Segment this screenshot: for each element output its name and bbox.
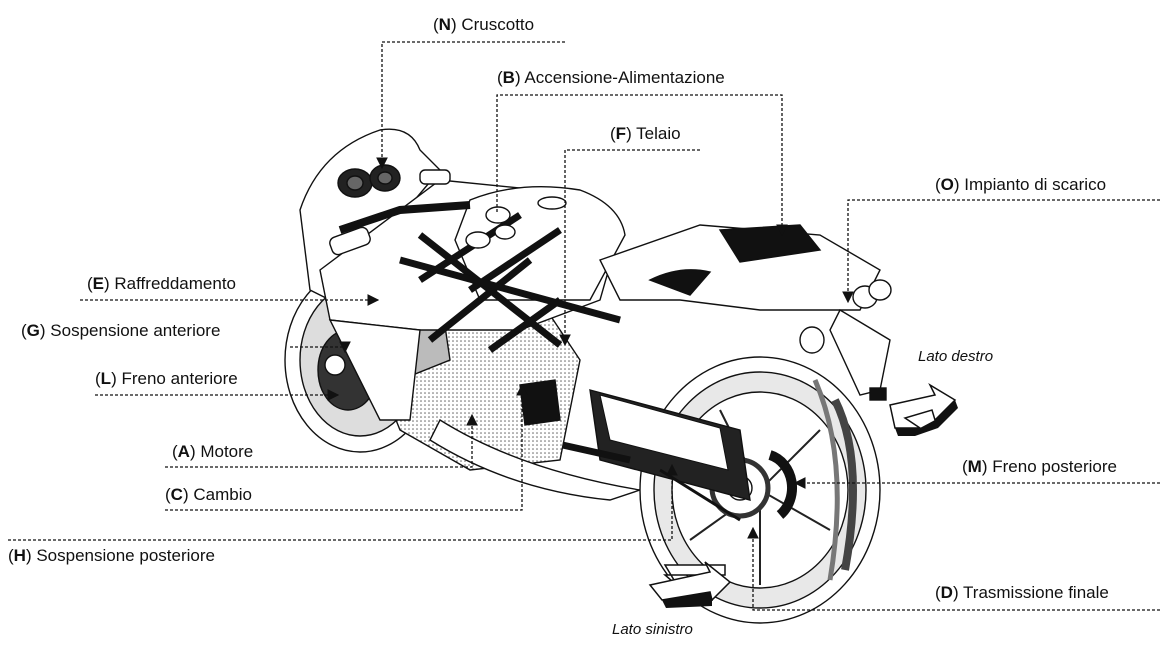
label-g: (G) Sospensione anteriore: [21, 321, 221, 340]
label-b: (B) Accensione-Alimentazione: [497, 68, 725, 87]
leader-a: [165, 413, 478, 468]
leader-d: [747, 526, 1160, 611]
leader-b: [496, 94, 788, 237]
label-lato-sinistro: Lato sinistro: [612, 621, 693, 638]
leader-n: [376, 41, 565, 170]
motorcycle-illustration: [284, 128, 892, 624]
handlebars: [329, 169, 471, 256]
leader-lines: [8, 41, 1160, 611]
arrow-right-side: [889, 383, 958, 436]
label-o: (O) Impianto di scarico: [935, 175, 1107, 194]
leader-c: [165, 383, 528, 511]
arrow-left-side: [648, 561, 732, 608]
tail-section: [599, 224, 892, 401]
label-c: (C) Cambio: [165, 485, 252, 504]
label-m: (M) Freno posteriore: [962, 457, 1117, 476]
leader-f: [559, 149, 700, 347]
instrument-cluster: [337, 164, 401, 198]
label-lato-destro: Lato destro: [918, 348, 994, 365]
leader-g: [290, 341, 351, 354]
label-a: (A) Motore: [172, 442, 254, 461]
label-n: (N) Cruscotto: [433, 15, 535, 34]
label-e: (E) Raffreddamento: [87, 274, 237, 293]
label-h: (H) Sospensione posteriore: [8, 546, 215, 565]
label-l: (L) Freno anteriore: [95, 369, 238, 388]
leader-o: [842, 199, 1160, 304]
label-d: (D) Trasmissione finale: [935, 583, 1109, 602]
reservoirs: [465, 206, 516, 249]
label-f: (F) Telaio: [610, 124, 681, 143]
leader-h: [8, 463, 678, 541]
